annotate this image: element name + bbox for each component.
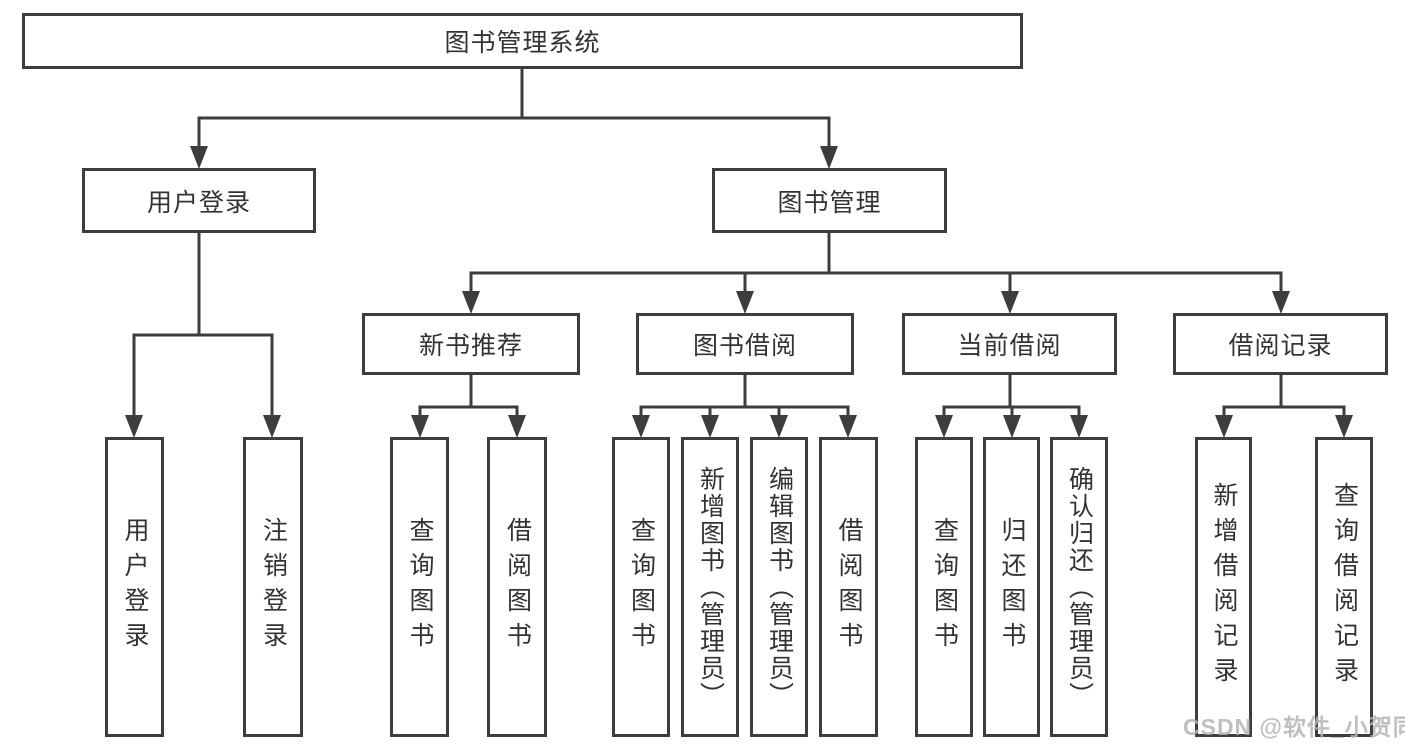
leaf-query-borrow-record: 查询借阅记录 — [1315, 437, 1373, 737]
leaf-edit-book-admin-label: 编辑图书（管理员） — [765, 465, 794, 709]
leaf-add-book-admin: 新增图书（管理员） — [681, 437, 739, 737]
node-borrowing-records: 借阅记录 — [1173, 313, 1388, 375]
leaf-query-books-recommend-label: 查询图书 — [406, 517, 434, 657]
watermark: CSDN @软件_小贺同学 — [1183, 714, 1405, 740]
leaf-return-books-label: 归还图书 — [998, 517, 1026, 657]
leaf-add-borrow-record-label: 新增借阅记录 — [1210, 482, 1238, 692]
leaf-query-books-current: 查询图书 — [915, 437, 973, 737]
leaf-borrow-books-recommend: 借阅图书 — [487, 437, 547, 737]
node-new-book-recommendation: 新书推荐 — [362, 313, 580, 375]
leaf-logout-label: 注销登录 — [259, 517, 288, 657]
leaf-query-books-borrow-label: 查询图书 — [627, 517, 656, 657]
leaf-add-book-admin-label: 新增图书（管理员） — [696, 465, 725, 709]
leaf-edit-book-admin: 编辑图书（管理员） — [750, 437, 808, 737]
leaf-borrow-books-borrow-label: 借阅图书 — [835, 517, 863, 657]
leaf-query-borrow-record-label: 查询借阅记录 — [1330, 482, 1359, 692]
node-user-login: 用户登录 — [82, 168, 316, 233]
leaf-borrow-books-borrow: 借阅图书 — [819, 437, 878, 737]
leaf-confirm-return-admin: 确认归还（管理员） — [1050, 437, 1108, 737]
leaf-confirm-return-admin-label: 确认归还（管理员） — [1065, 465, 1094, 709]
leaf-user-login-label: 用户登录 — [121, 517, 149, 657]
node-current-borrowing: 当前借阅 — [902, 313, 1117, 375]
leaf-query-books-current-label: 查询图书 — [930, 517, 959, 657]
leaf-borrow-books-recommend-label: 借阅图书 — [503, 517, 532, 657]
node-book-management: 图书管理 — [712, 168, 947, 233]
leaf-user-login: 用户登录 — [105, 437, 164, 737]
leaf-add-borrow-record: 新增借阅记录 — [1195, 437, 1252, 737]
node-book-borrowing: 图书借阅 — [636, 313, 854, 375]
leaf-query-books-borrow: 查询图书 — [612, 437, 670, 737]
node-library-management-system: 图书管理系统 — [22, 13, 1023, 69]
leaf-logout: 注销登录 — [243, 437, 303, 737]
leaf-query-books-recommend: 查询图书 — [390, 437, 449, 737]
leaf-return-books: 归还图书 — [983, 437, 1040, 737]
